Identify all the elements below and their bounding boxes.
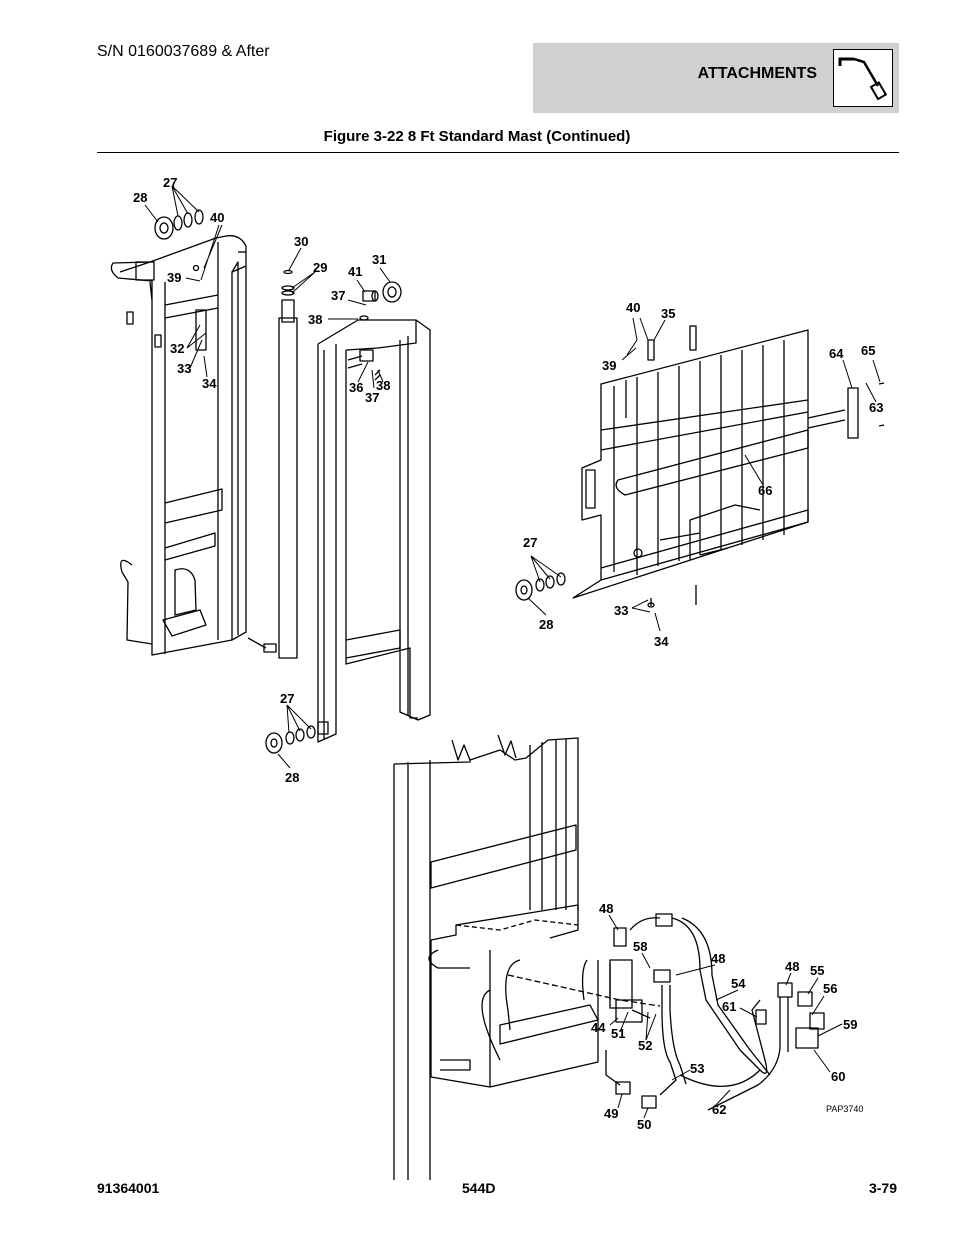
callout: 48	[711, 951, 725, 966]
callout: 28	[133, 190, 147, 205]
callout: 51	[611, 1026, 625, 1041]
callout: 28	[285, 770, 299, 785]
inner-mast-assembly	[110, 235, 277, 656]
callout: 27	[163, 175, 177, 190]
callout: 38	[376, 378, 390, 393]
callout: 52	[638, 1038, 652, 1053]
callout-labels: 28 27 40 39 30 29 31 41 37 38 32 33 34 3…	[133, 175, 883, 1132]
callout: 54	[731, 976, 746, 991]
lower-mast-hose-assembly	[393, 734, 825, 1180]
drawing-code: PAP3740	[826, 1104, 863, 1114]
loose-parts-mast	[359, 281, 402, 362]
callout: 53	[690, 1061, 704, 1076]
outer-mast-assembly	[317, 315, 431, 743]
callout: 41	[348, 264, 362, 279]
callout: 29	[313, 260, 327, 275]
section-tab: ATTACHMENTS	[533, 43, 899, 113]
callout: 36	[349, 380, 363, 395]
small-fasteners-right	[647, 382, 885, 608]
roller-group-top-left	[154, 209, 204, 240]
carriage-assembly	[572, 325, 859, 599]
callout: 37	[331, 288, 345, 303]
callout: 34	[654, 634, 669, 649]
section-title: ATTACHMENTS	[697, 65, 817, 82]
callout: 27	[523, 535, 537, 550]
callout: 30	[294, 234, 308, 249]
callout: 40	[210, 210, 224, 225]
callout: 62	[712, 1102, 726, 1117]
callout: 63	[869, 400, 883, 415]
callout: 39	[602, 358, 616, 373]
callout: 38	[308, 312, 322, 327]
callout: 66	[758, 483, 772, 498]
callout: 31	[372, 252, 386, 267]
callout: 49	[604, 1106, 618, 1121]
attachment-fork-icon	[833, 49, 893, 107]
callout: 44	[591, 1020, 606, 1035]
callout: 64	[829, 346, 844, 361]
callout: 37	[365, 390, 379, 405]
page-number: 3-79	[868, 1180, 897, 1196]
callout: 59	[843, 1017, 857, 1032]
header-rule	[97, 152, 899, 153]
roller-group-bottom-left	[265, 721, 329, 754]
callout: 40	[626, 300, 640, 315]
callout: 50	[637, 1117, 651, 1132]
callout: 27	[280, 691, 294, 706]
callout: 56	[823, 981, 837, 996]
callout: 60	[831, 1069, 845, 1084]
callout: 28	[539, 617, 553, 632]
callout: 39	[167, 270, 181, 285]
lift-cylinder	[278, 269, 298, 659]
serial-number: S/N 0160037689 & After	[97, 43, 270, 60]
figure-title: Figure 3-22 8 Ft Standard Mast (Continue…	[323, 128, 631, 145]
callout: 58	[633, 939, 647, 954]
doc-number: 91364001	[97, 1180, 160, 1196]
callout: 61	[722, 999, 736, 1014]
callout: 48	[599, 901, 613, 916]
callout: 33	[177, 361, 191, 376]
roller-group-right	[515, 572, 566, 601]
callout: 33	[614, 603, 628, 618]
callout: 32	[170, 341, 184, 356]
model-number: 544D	[462, 1180, 496, 1196]
callout: 65	[861, 343, 875, 358]
leader-lines	[144, 185, 881, 1119]
callout: 55	[810, 963, 824, 978]
callout: 48	[785, 959, 799, 974]
callout: 34	[202, 376, 217, 391]
callout: 35	[661, 306, 675, 321]
